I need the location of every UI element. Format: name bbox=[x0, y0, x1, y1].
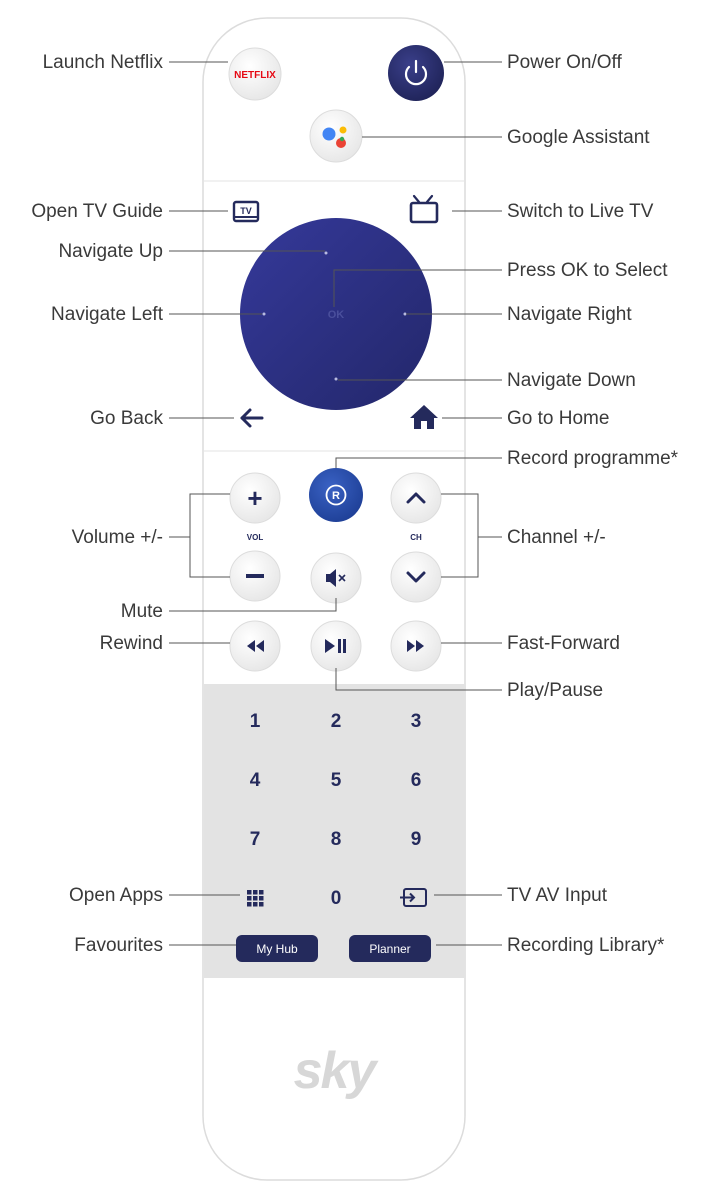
label-volume: Volume +/- bbox=[72, 527, 163, 548]
minus-icon bbox=[246, 574, 264, 578]
key-5[interactable]: 5 bbox=[331, 770, 342, 791]
ok-button-label[interactable]: OK bbox=[328, 309, 345, 321]
tv-guide-icon: TV bbox=[232, 200, 260, 223]
live-tv-icon bbox=[409, 194, 439, 224]
label-press-ok: Press OK to Select bbox=[507, 260, 668, 281]
label-recording-library: Recording Library* bbox=[507, 935, 665, 956]
mute-icon bbox=[326, 569, 346, 587]
key-8[interactable]: 8 bbox=[331, 829, 342, 850]
my-hub-button[interactable]: My Hub bbox=[236, 935, 318, 962]
label-switch-live-tv: Switch to Live TV bbox=[507, 201, 654, 222]
planner-button[interactable]: Planner bbox=[349, 935, 431, 962]
av-input-icon bbox=[400, 888, 427, 907]
key-7[interactable]: 7 bbox=[250, 829, 261, 850]
play-pause-button[interactable] bbox=[310, 620, 362, 672]
key-9[interactable]: 9 bbox=[411, 829, 422, 850]
key-2[interactable]: 2 bbox=[331, 711, 342, 732]
label-navigate-right: Navigate Right bbox=[507, 304, 632, 325]
key-6[interactable]: 6 bbox=[411, 770, 422, 791]
chevron-down-icon bbox=[406, 571, 426, 583]
av-input-button[interactable] bbox=[400, 888, 427, 907]
play-pause-icon bbox=[325, 639, 346, 653]
tv-guide-button[interactable]: TV bbox=[232, 200, 260, 223]
label-favourites: Favourites bbox=[74, 935, 163, 956]
google-assistant-button[interactable] bbox=[309, 109, 363, 163]
dpad-down-marker[interactable] bbox=[334, 377, 338, 381]
label-open-tv-guide: Open TV Guide bbox=[31, 201, 163, 222]
apps-grid-icon bbox=[247, 890, 264, 907]
home-button[interactable] bbox=[410, 405, 438, 429]
dpad-up-marker[interactable] bbox=[324, 251, 328, 255]
label-navigate-down: Navigate Down bbox=[507, 370, 636, 391]
plus-icon: + bbox=[247, 483, 262, 513]
home-icon bbox=[410, 405, 438, 429]
key-3[interactable]: 3 bbox=[411, 711, 422, 732]
apps-button[interactable] bbox=[247, 890, 264, 907]
netflix-logo-text: NETFLIX bbox=[234, 70, 276, 81]
label-navigate-up: Navigate Up bbox=[58, 241, 163, 262]
label-go-back: Go Back bbox=[90, 408, 163, 429]
fast-forward-icon bbox=[407, 640, 424, 652]
label-record: Record programme* bbox=[507, 448, 679, 469]
google-assistant-icon bbox=[322, 126, 347, 148]
label-open-apps: Open Apps bbox=[69, 885, 163, 906]
ch-label: CH bbox=[410, 533, 422, 542]
label-google-assistant: Google Assistant bbox=[507, 127, 650, 148]
my-hub-label: My Hub bbox=[256, 942, 298, 956]
dpad-right-marker[interactable] bbox=[403, 312, 407, 316]
volume-up-button[interactable]: + bbox=[229, 472, 281, 524]
channel-down-button[interactable] bbox=[390, 551, 442, 603]
netflix-button[interactable]: NETFLIX bbox=[228, 47, 282, 101]
svg-text:TV: TV bbox=[240, 206, 252, 216]
key-1[interactable]: 1 bbox=[250, 711, 261, 732]
label-play-pause: Play/Pause bbox=[507, 680, 603, 701]
dpad-left-marker[interactable] bbox=[262, 312, 266, 316]
label-navigate-left: Navigate Left bbox=[51, 304, 164, 325]
label-mute: Mute bbox=[121, 601, 163, 622]
label-tv-av-input: TV AV Input bbox=[507, 885, 608, 906]
volume-down-button[interactable] bbox=[229, 550, 281, 602]
label-go-home: Go to Home bbox=[507, 408, 609, 429]
power-button[interactable] bbox=[388, 45, 444, 101]
label-launch-netflix: Launch Netflix bbox=[43, 52, 164, 73]
record-button[interactable]: R bbox=[309, 468, 363, 522]
power-icon bbox=[404, 59, 428, 86]
label-rewind: Rewind bbox=[100, 633, 163, 654]
planner-label: Planner bbox=[369, 942, 410, 956]
back-button[interactable] bbox=[240, 408, 264, 428]
vol-label: VOL bbox=[247, 533, 264, 542]
arrow-left-icon bbox=[240, 408, 264, 428]
live-tv-button[interactable] bbox=[409, 194, 439, 224]
mute-button[interactable] bbox=[310, 552, 362, 604]
record-letter: R bbox=[332, 490, 340, 502]
rewind-icon bbox=[247, 640, 264, 652]
label-channel: Channel +/- bbox=[507, 527, 606, 548]
keypad-panel bbox=[204, 684, 465, 978]
chevron-up-icon bbox=[406, 492, 426, 504]
fast-forward-button[interactable] bbox=[390, 620, 442, 672]
leader-lines bbox=[169, 61, 502, 946]
dpad[interactable]: OK bbox=[240, 218, 432, 410]
key-4[interactable]: 4 bbox=[250, 770, 261, 791]
label-power: Power On/Off bbox=[507, 52, 622, 73]
sky-logo: sky bbox=[294, 1042, 380, 1100]
channel-up-button[interactable] bbox=[390, 472, 442, 524]
key-0[interactable]: 0 bbox=[331, 888, 342, 909]
rewind-button[interactable] bbox=[229, 620, 281, 672]
label-fast-forward: Fast-Forward bbox=[507, 633, 620, 654]
